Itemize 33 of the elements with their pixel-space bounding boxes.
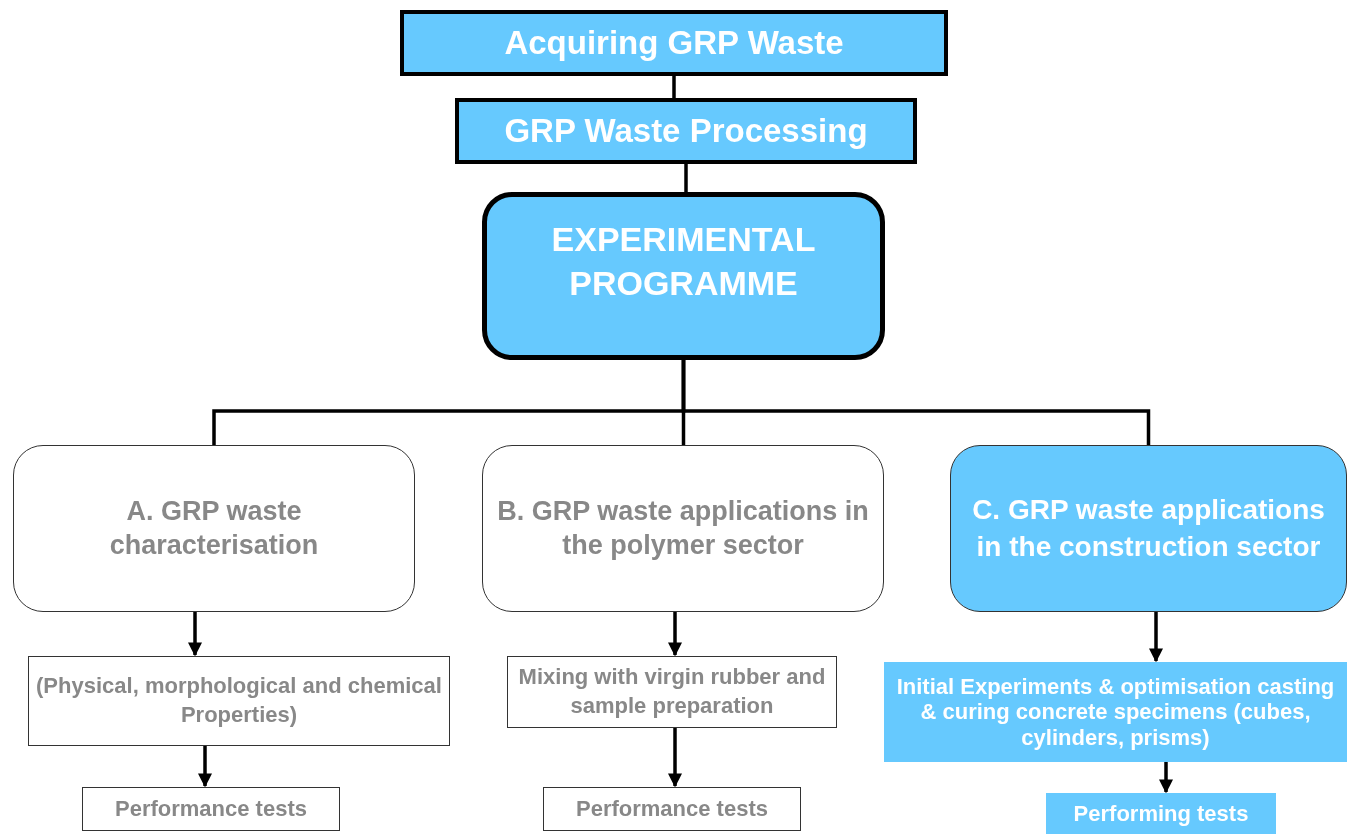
arrow bbox=[668, 612, 682, 657]
box-label: Mixing with virgin rubber and sample preparation bbox=[517, 663, 827, 720]
box-label: Acquiring GRP Waste bbox=[504, 24, 844, 62]
process-box bbox=[82, 787, 340, 831]
rounded-box bbox=[950, 445, 1347, 612]
box-label: C. GRP waste applications in the construction sector bbox=[971, 493, 1326, 564]
box-label: EXPERIMENTAL PROGRAMME bbox=[550, 219, 817, 305]
process-box bbox=[507, 656, 837, 728]
rounded-box bbox=[482, 192, 885, 360]
box-label: (Physical, morphological and chemical Properties) bbox=[35, 672, 443, 729]
box-label: B. GRP waste applications in the polymer sector bbox=[496, 494, 870, 562]
box-label: Performing tests bbox=[1073, 800, 1249, 827]
rounded-box bbox=[13, 445, 415, 612]
process-box bbox=[28, 656, 450, 746]
connector-line bbox=[681, 360, 1151, 445]
arrow bbox=[198, 746, 212, 788]
arrow bbox=[188, 612, 202, 657]
process-box bbox=[543, 787, 801, 831]
box-label: A. GRP waste characterisation bbox=[108, 494, 320, 562]
arrow bbox=[1159, 762, 1173, 794]
arrow bbox=[668, 728, 682, 788]
process-box bbox=[400, 10, 948, 76]
box-label: Initial Experiments & optimisation casting & curing concrete specimens (cubes, cylinders, prisms) bbox=[895, 674, 1336, 750]
rounded-box bbox=[482, 445, 884, 612]
box-label: Performance tests bbox=[115, 794, 307, 823]
process-box bbox=[884, 662, 1347, 762]
connector-line bbox=[684, 164, 688, 192]
connector-line bbox=[672, 76, 676, 98]
box-label: Performance tests bbox=[576, 794, 768, 823]
process-box bbox=[455, 98, 917, 164]
arrow bbox=[1149, 612, 1163, 663]
process-box bbox=[1046, 793, 1276, 834]
box-label: GRP Waste Processing bbox=[504, 112, 868, 150]
